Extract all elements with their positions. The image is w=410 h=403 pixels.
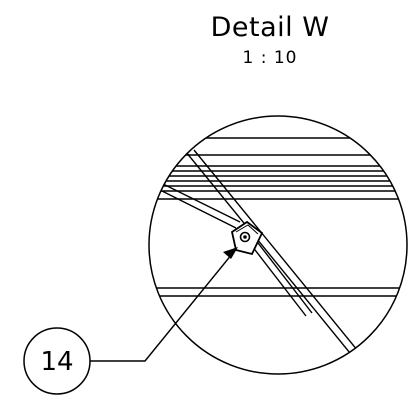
detail-view-scale: 1 : 10 [242, 48, 298, 68]
detail-geometry [149, 137, 407, 374]
leader-arrowhead [223, 247, 238, 259]
diagonal-cable-main [185, 149, 381, 374]
balloon-leader [90, 247, 238, 362]
item-balloon-label: 14 [40, 347, 73, 377]
cable-clamp [230, 220, 264, 256]
detail-view-title: Detail W [210, 12, 330, 43]
horizontal-beam-lines [149, 137, 407, 297]
item-balloon [23, 327, 91, 395]
detail-boundary-circle [148, 115, 408, 375]
diagonal-cable-upper-left [151, 179, 241, 229]
